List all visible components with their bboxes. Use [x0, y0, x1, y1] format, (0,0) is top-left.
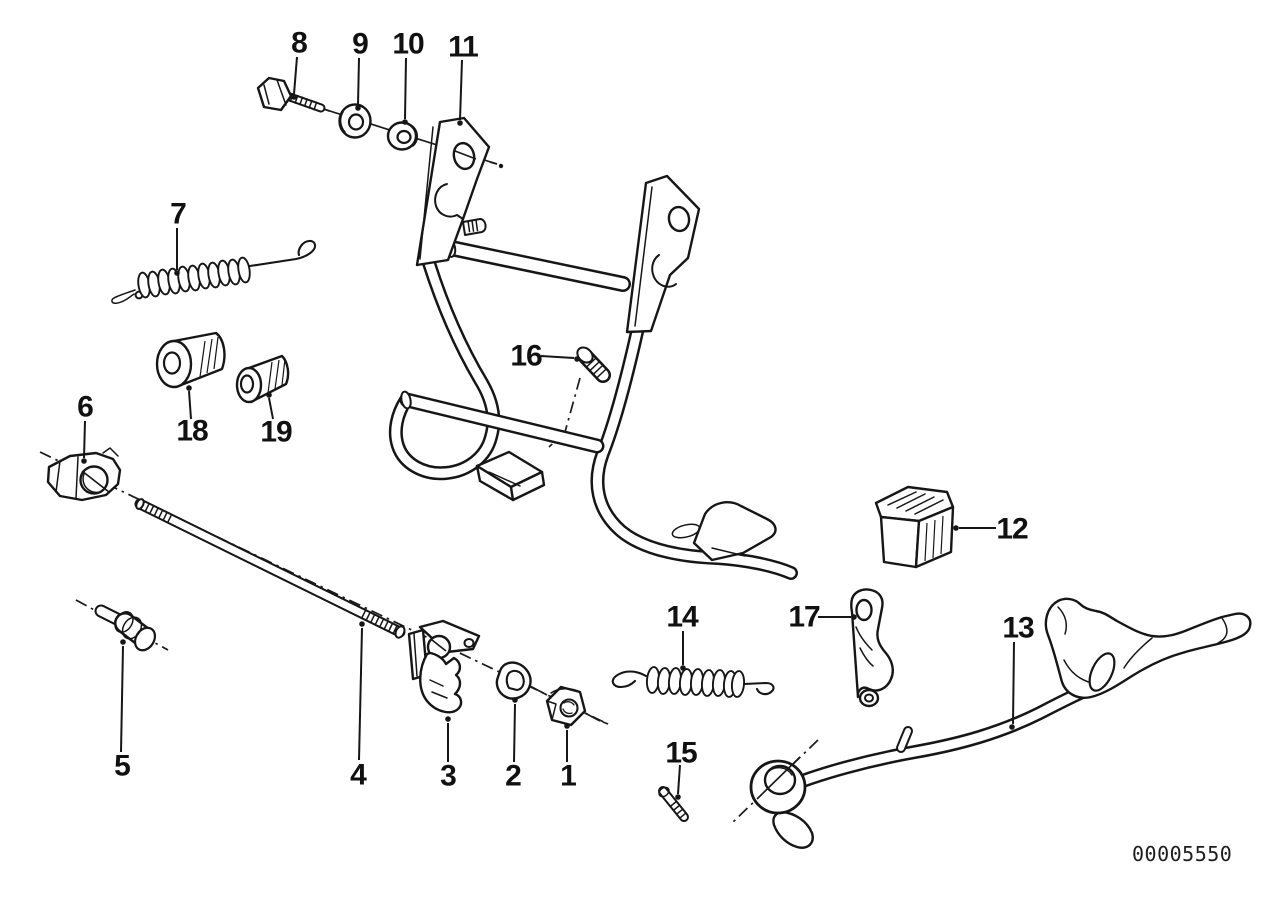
part-number-13: 13 [1002, 612, 1034, 645]
screw-16 [576, 346, 611, 383]
leader-line-2 [513, 703, 516, 763]
rod-4 [134, 498, 406, 639]
bracket-17 [850, 588, 894, 708]
leader-dot-4 [359, 621, 365, 627]
leader-dot-18 [186, 385, 192, 391]
callout-8: 8 [291, 27, 308, 100]
leader-dot-2 [512, 697, 518, 703]
part-number-19: 19 [260, 416, 292, 449]
washer-9 [338, 103, 372, 139]
part-number-6: 6 [77, 391, 93, 424]
callout-10: 10 [392, 28, 425, 125]
leader-dot-14 [680, 665, 686, 671]
callout-19: 19 [260, 392, 293, 449]
leader-line-18 [188, 390, 192, 420]
callout-1: 1 [560, 723, 577, 793]
callout-18: 18 [176, 385, 209, 448]
part-number-4: 4 [350, 759, 367, 792]
part-number-8: 8 [291, 27, 307, 60]
pin-15 [658, 786, 689, 822]
callout-2: 2 [505, 697, 522, 793]
leader-dot-11 [457, 120, 463, 126]
callout-3: 3 [440, 716, 457, 793]
leader-line-5 [120, 645, 124, 753]
leader-dot-1 [564, 723, 570, 729]
leader-dot-6 [81, 458, 87, 464]
part-number-14: 14 [666, 601, 699, 634]
leader-dot-9 [355, 105, 361, 111]
diagram-id-number: 00005550 [1132, 842, 1233, 866]
leader-dot-5 [120, 639, 126, 645]
leader-dot-13 [1009, 724, 1015, 730]
bushing-10 [386, 121, 419, 151]
leader-line-6 [83, 420, 86, 459]
center-stand-11 [388, 116, 798, 580]
callout-13: 13 [1002, 612, 1035, 730]
callout-9: 9 [352, 28, 369, 111]
buffer-12 [874, 485, 955, 569]
leader-dot-17 [851, 614, 857, 620]
part-number-5: 5 [114, 750, 130, 783]
part-number-2: 2 [505, 760, 521, 793]
leader-dot-7 [174, 270, 180, 276]
pin-5 [94, 604, 157, 652]
part-number-9: 9 [352, 28, 368, 61]
callout-15: 15 [665, 737, 698, 800]
part-number-15: 15 [665, 737, 697, 770]
nut-1 [529, 685, 609, 727]
leader-line-19 [268, 397, 274, 420]
leader-dot-8 [291, 94, 297, 100]
bracket-3 [407, 619, 481, 714]
leader-dot-10 [402, 119, 408, 125]
leader-line-9 [357, 57, 360, 106]
spring-7 [111, 239, 317, 304]
part-number-1: 1 [560, 760, 576, 793]
part-number-17: 17 [788, 601, 820, 634]
leader-dot-16 [574, 356, 580, 362]
leader-line-10 [404, 57, 407, 120]
callout-11: 11 [448, 31, 479, 126]
leader-line-16 [540, 355, 575, 359]
callout-16: 16 [510, 340, 580, 373]
leader-line-11 [459, 59, 463, 121]
part-number-11: 11 [448, 31, 478, 64]
washer-2 [495, 661, 532, 700]
bushing-19 [235, 354, 290, 404]
leader-line-8 [293, 56, 298, 95]
part-number-3: 3 [440, 760, 456, 793]
leader-dot-3 [445, 716, 451, 722]
callout-7: 7 [170, 198, 187, 276]
clamp-6 [46, 447, 122, 502]
part-number-12: 12 [996, 513, 1028, 546]
leader-dot-19 [266, 392, 272, 398]
part-number-10: 10 [392, 28, 424, 61]
leader-dot-12 [953, 525, 959, 531]
leader-line-15 [677, 764, 681, 795]
callout-17: 17 [788, 601, 857, 634]
callout-6: 6 [77, 391, 94, 464]
callout-5: 5 [114, 639, 131, 783]
callout-14: 14 [666, 601, 700, 671]
leader-dot-15 [675, 794, 681, 800]
leader-line-13 [1012, 641, 1015, 725]
part-number-18: 18 [176, 415, 208, 448]
leader-line-4 [358, 627, 363, 761]
bushing-18 [155, 331, 226, 389]
part-number-16: 16 [510, 340, 542, 373]
spring-14 [611, 666, 775, 698]
callout-4: 4 [350, 621, 368, 792]
side-stand-13 [749, 597, 1252, 849]
callout-12: 12 [953, 513, 1029, 546]
part-number-7: 7 [170, 198, 186, 231]
